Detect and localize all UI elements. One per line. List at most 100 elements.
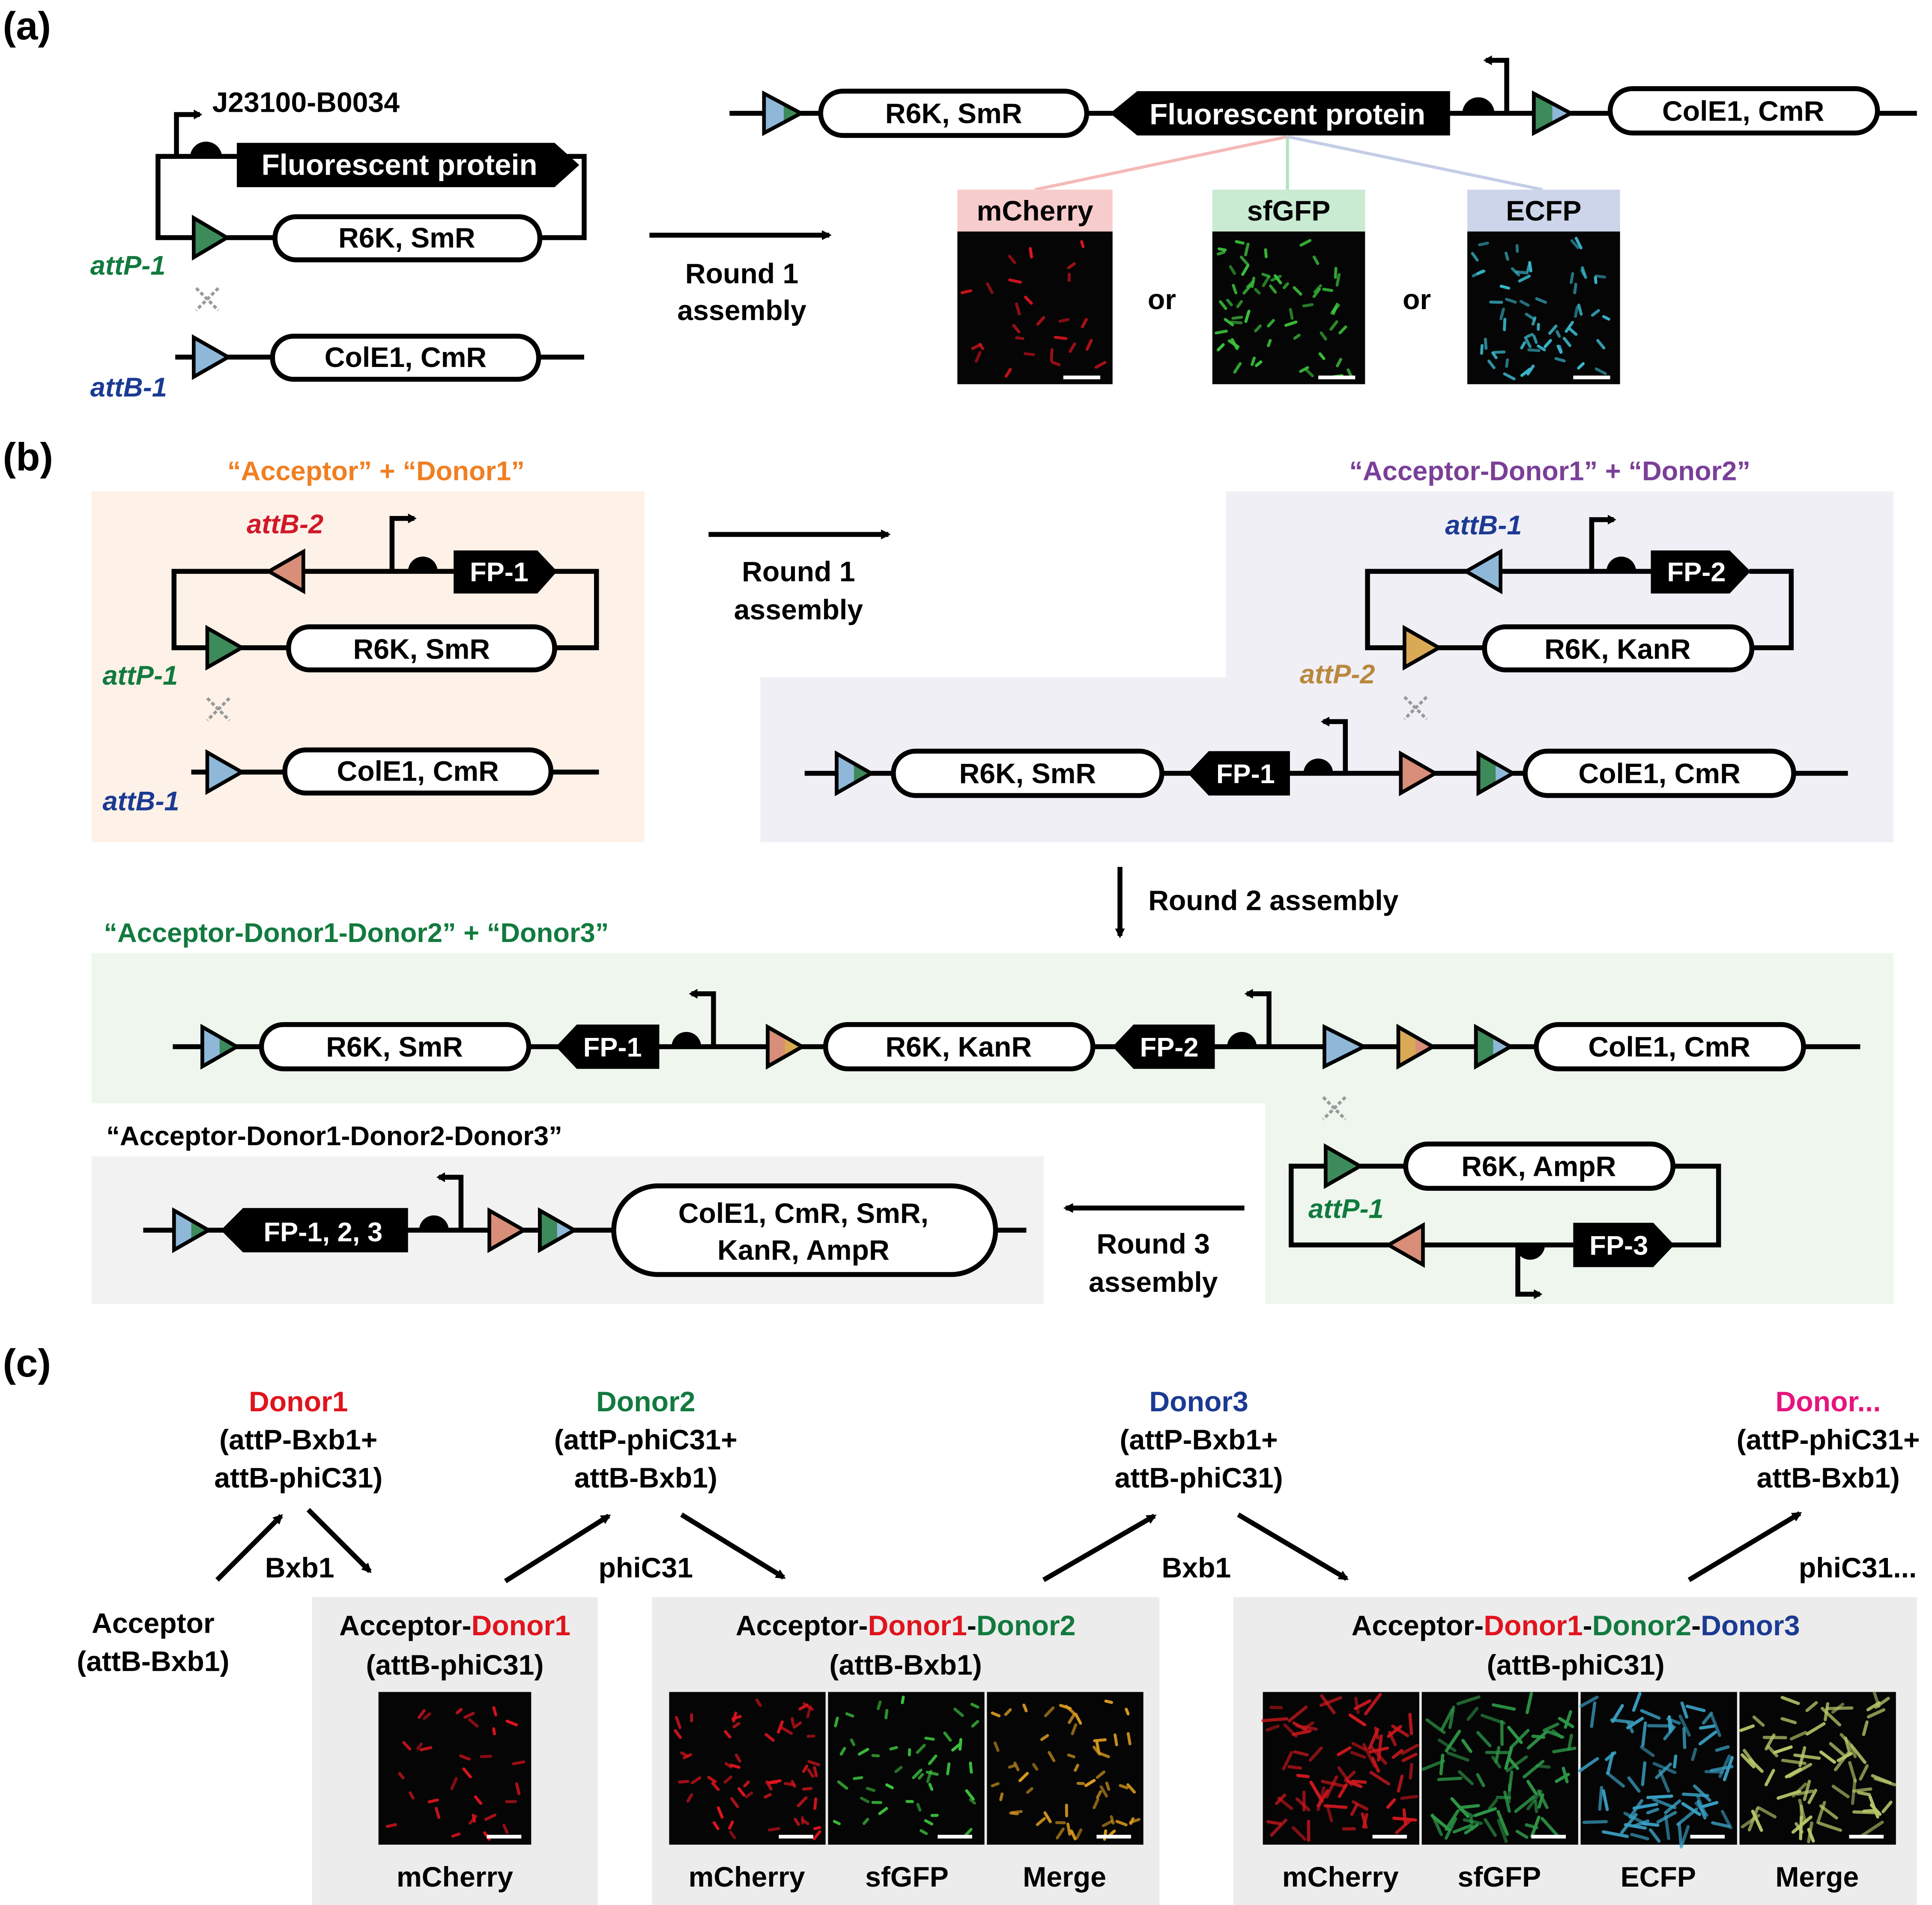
cell-mark bbox=[991, 1711, 1001, 1717]
cell-mark bbox=[1261, 1717, 1289, 1723]
acceptor-site: (attB-Bxb1) bbox=[77, 1646, 229, 1678]
cell-mark bbox=[1556, 330, 1561, 338]
cell-mark bbox=[924, 1819, 934, 1826]
cell-mark bbox=[1494, 1746, 1501, 1764]
cell-mark bbox=[1595, 367, 1607, 375]
donor3-site-2: attB-phiC31) bbox=[1115, 1462, 1283, 1494]
b-round3-label-1: Round 3 bbox=[1096, 1228, 1209, 1260]
cell-mark bbox=[1267, 339, 1272, 347]
cell-mark bbox=[806, 1705, 812, 1719]
cell-mark bbox=[1293, 1750, 1309, 1757]
promoter-label: J23100-B0034 bbox=[212, 87, 400, 119]
cell-mark bbox=[1526, 333, 1534, 338]
promoter-icon bbox=[689, 989, 716, 1047]
cell-mark bbox=[724, 1762, 732, 1769]
cell-mark bbox=[1068, 1713, 1076, 1724]
cell-mark bbox=[764, 1793, 772, 1799]
cell-mark bbox=[1032, 1763, 1039, 1771]
cell-mark bbox=[916, 1803, 922, 1812]
origin-marker-box bbox=[818, 89, 1090, 138]
cell-mark bbox=[1098, 1752, 1110, 1759]
enzyme-label: Bxb1 bbox=[1162, 1552, 1231, 1584]
cell-mark bbox=[1308, 1746, 1323, 1762]
attb1-label: attB-1 bbox=[103, 786, 179, 816]
cell-mark bbox=[1229, 265, 1236, 275]
cell-mark bbox=[1299, 366, 1309, 373]
cell-mark bbox=[1244, 310, 1251, 323]
cell-mark bbox=[764, 1733, 775, 1742]
cell-mark bbox=[1871, 1774, 1892, 1785]
cell-mark bbox=[1261, 273, 1271, 278]
cell-mark bbox=[1526, 1730, 1548, 1750]
ad3-title: Acceptor-Donor1-Donor2-Donor3 bbox=[1352, 1610, 1800, 1642]
cell-mark bbox=[1526, 1692, 1533, 1714]
cell-mark bbox=[1874, 1696, 1890, 1709]
cell-mark bbox=[928, 1783, 934, 1791]
donor2-site-2: attB-Bxb1) bbox=[574, 1462, 717, 1494]
cell-mark bbox=[735, 1753, 741, 1763]
cell-mark bbox=[1677, 1822, 1683, 1847]
cell-mark bbox=[1471, 252, 1479, 262]
b-acceptor: ColE1, CmR attB-1 bbox=[103, 747, 599, 816]
cell-mark bbox=[857, 1748, 869, 1756]
cell-mark bbox=[462, 1767, 472, 1779]
cell-mark bbox=[916, 1744, 926, 1754]
origin-marker-box bbox=[1523, 748, 1796, 798]
promoter-icon bbox=[389, 513, 417, 572]
cell-mark bbox=[813, 1766, 818, 1777]
cell-mark bbox=[1364, 1693, 1382, 1716]
attp1-triangle bbox=[1323, 1143, 1364, 1189]
cross-mark bbox=[1322, 1096, 1347, 1121]
cell-mark bbox=[1807, 1789, 1818, 1804]
origin-marker-label: R6K, SmR bbox=[326, 1032, 463, 1063]
micrograph-ad3-mcherry bbox=[1261, 1692, 1419, 1845]
cell-mark bbox=[1497, 1819, 1508, 1843]
enzyme-label: phiC31... bbox=[1799, 1552, 1917, 1584]
cell-mark bbox=[730, 1797, 739, 1808]
ad1-site: (attB-phiC31) bbox=[366, 1649, 543, 1681]
hybrid-site-triangle bbox=[1496, 763, 1513, 784]
cell-mark bbox=[1773, 1745, 1793, 1754]
fp-cds bbox=[1110, 91, 1450, 136]
cell-mark bbox=[459, 1754, 471, 1761]
cell-mark bbox=[801, 1819, 809, 1825]
cell-mark bbox=[732, 1722, 741, 1729]
cell-mark bbox=[850, 1738, 855, 1747]
cell-mark bbox=[1336, 358, 1342, 367]
donor-more-name: Donor... bbox=[1776, 1386, 1881, 1418]
cell-mark bbox=[1036, 1817, 1046, 1826]
box4-title: “Acceptor-Donor1-Donor2-Donor3” bbox=[106, 1121, 562, 1151]
cell-mark bbox=[1685, 1705, 1706, 1712]
cell-mark bbox=[1476, 1773, 1485, 1787]
cell-mark bbox=[1040, 1734, 1049, 1741]
cell-mark bbox=[1819, 1750, 1836, 1764]
cell-mark bbox=[728, 1820, 734, 1830]
cell-mark bbox=[1254, 288, 1261, 295]
enzyme-label: Bxb1 bbox=[265, 1552, 334, 1584]
ad2-channel-label: sfGFP bbox=[865, 1861, 949, 1893]
cell-mark bbox=[1235, 240, 1245, 245]
cell-mark bbox=[1859, 1764, 1869, 1781]
cell-mark bbox=[1408, 1713, 1413, 1735]
micrograph-ad2-mcherry bbox=[669, 1692, 826, 1845]
cell-mark bbox=[1505, 358, 1509, 368]
cell-mark bbox=[1270, 274, 1282, 282]
cell-mark bbox=[1232, 283, 1238, 295]
attb1-label: attB-1 bbox=[1445, 510, 1522, 540]
cell-mark bbox=[1476, 1731, 1492, 1747]
cell-mark bbox=[1747, 1807, 1759, 1832]
cell-mark bbox=[402, 1741, 412, 1751]
cell-mark bbox=[1664, 1799, 1681, 1815]
cell-mark bbox=[1075, 1828, 1083, 1839]
cell-mark bbox=[1718, 1754, 1731, 1778]
cell-mark bbox=[505, 1720, 518, 1726]
cell-mark bbox=[765, 1780, 773, 1791]
cell-mark bbox=[1711, 1821, 1731, 1828]
cell-mark bbox=[1639, 1745, 1655, 1757]
cell-mark bbox=[1862, 1720, 1869, 1736]
cell-mark bbox=[876, 1700, 882, 1711]
cell-mark bbox=[1807, 1827, 1815, 1843]
cell-mark bbox=[675, 1716, 682, 1729]
cell-mark bbox=[889, 1746, 898, 1751]
cell-mark bbox=[1472, 269, 1484, 277]
